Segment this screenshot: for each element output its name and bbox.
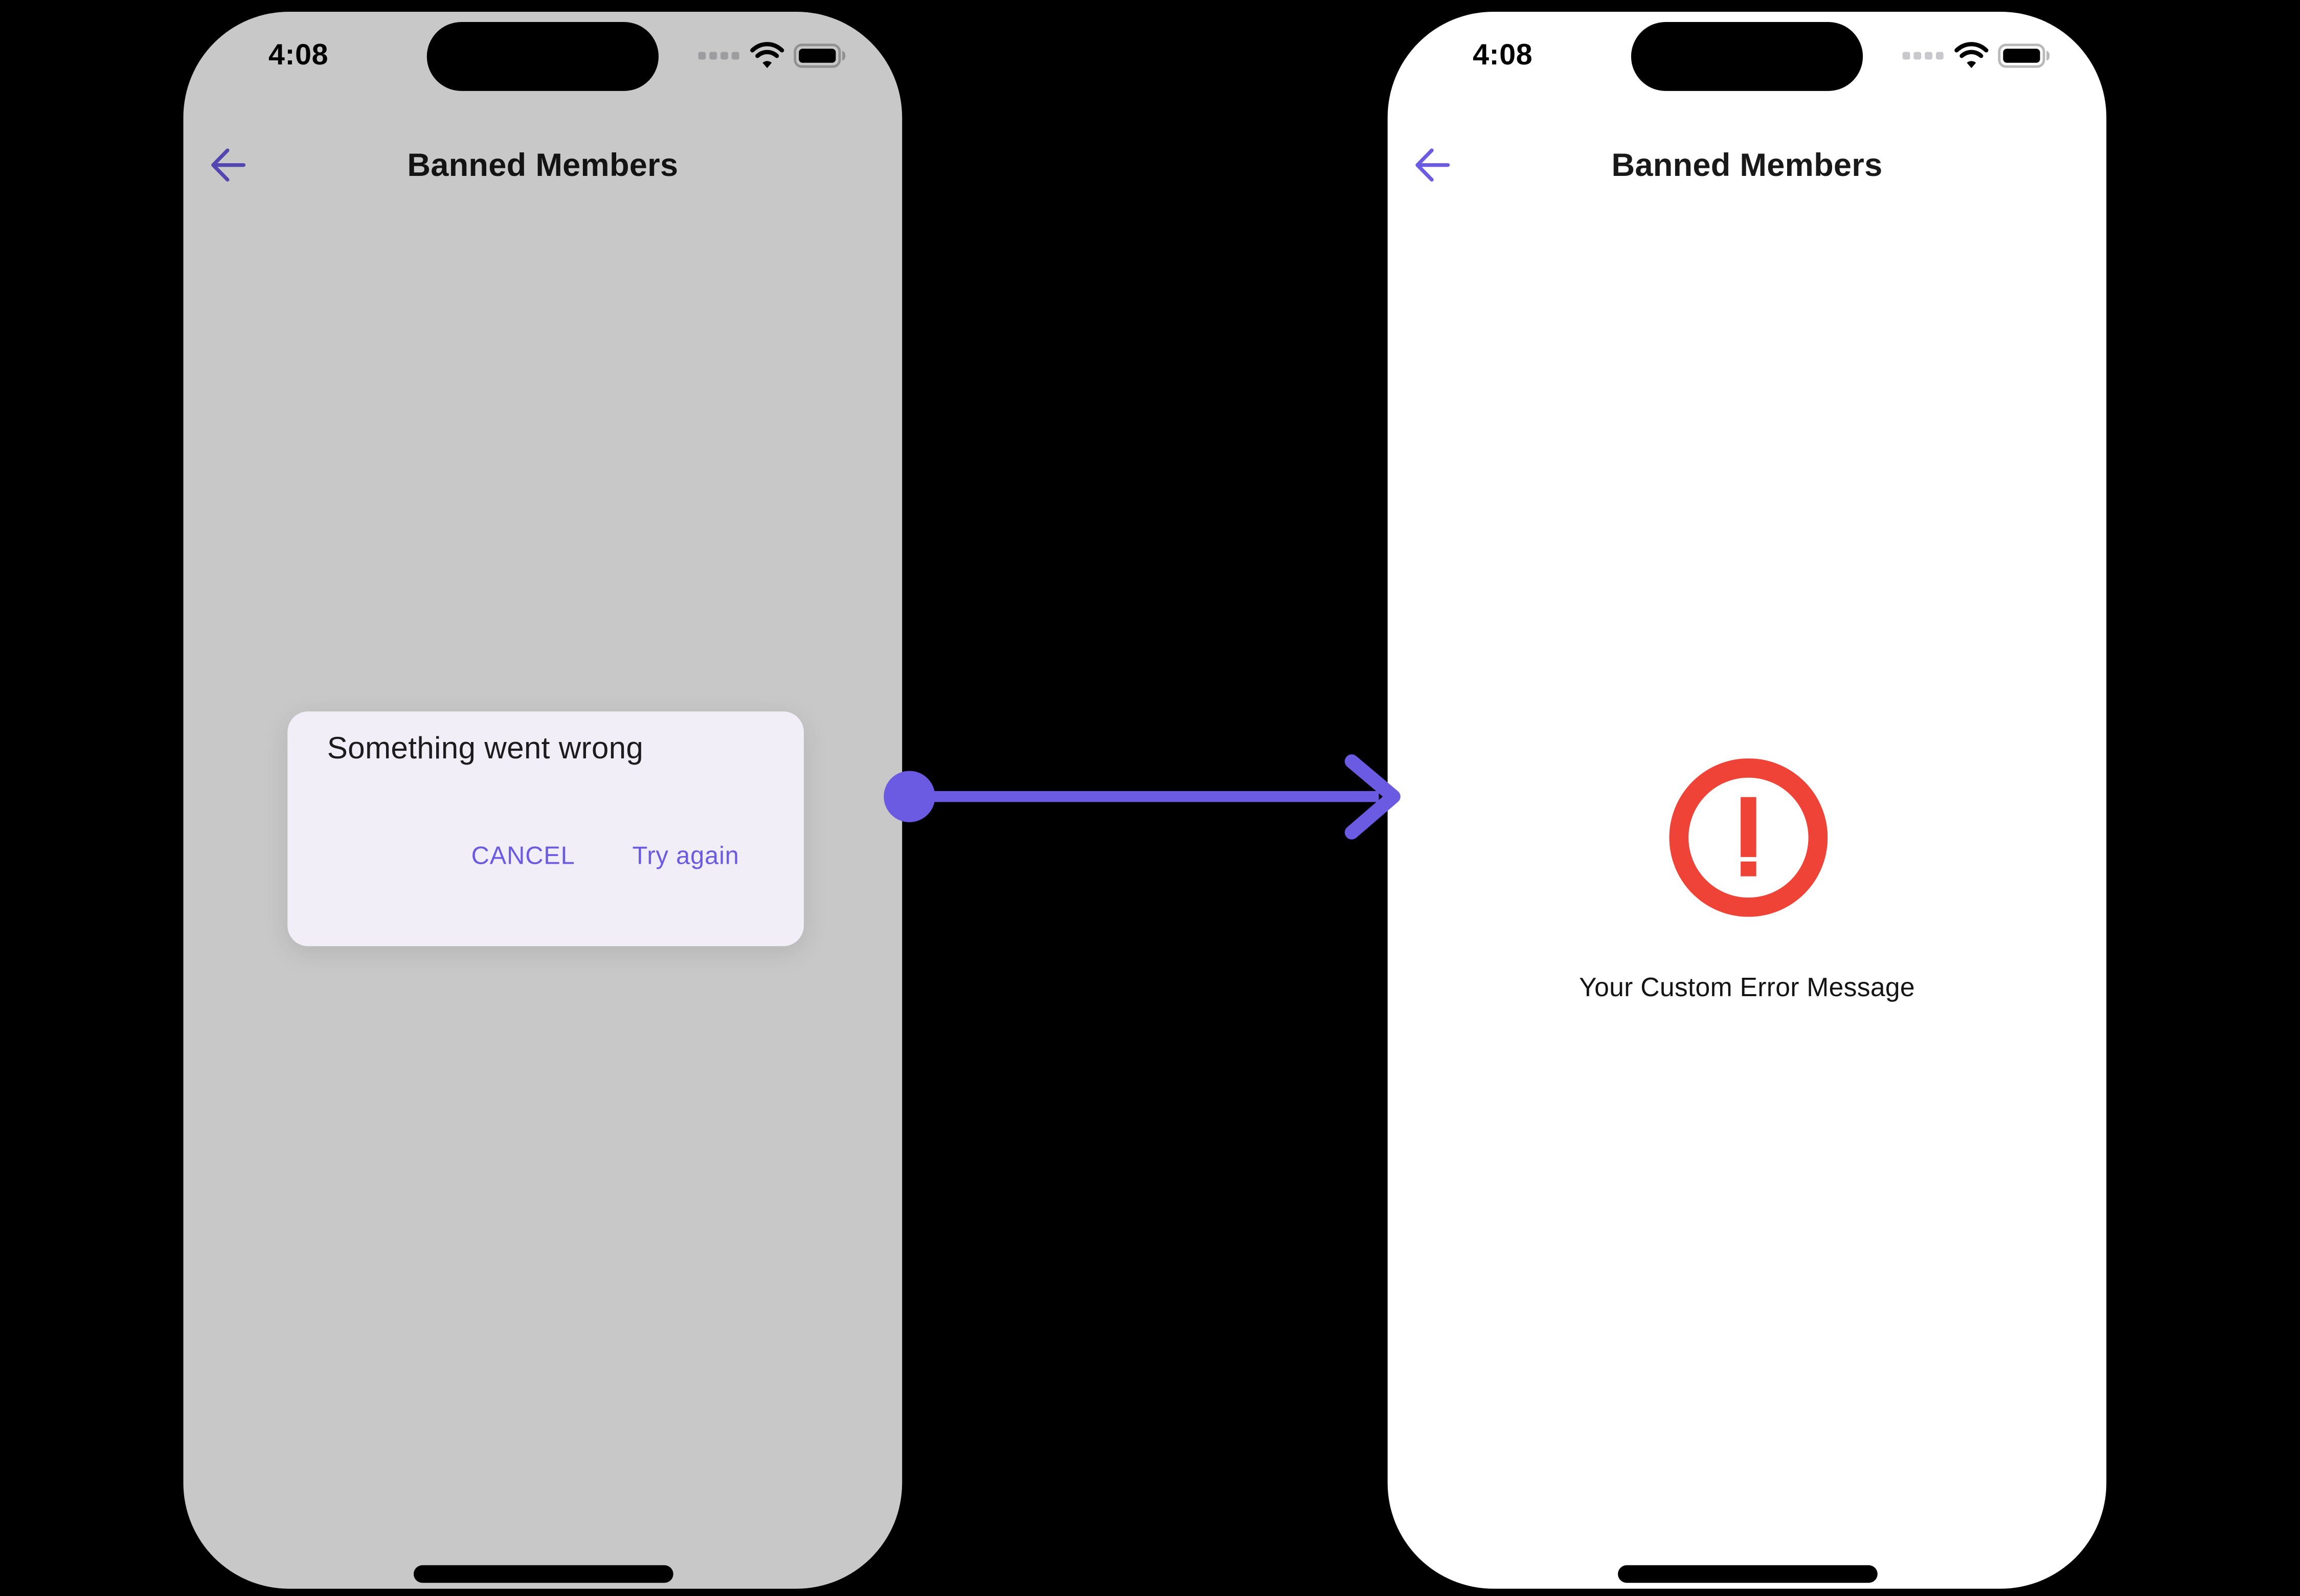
battery-icon	[794, 43, 846, 68]
status-time: 4:08	[268, 39, 329, 72]
back-arrow-icon	[210, 147, 245, 181]
dialog-actions: CANCEL Try again	[471, 835, 739, 879]
error-dialog: Something went wrong CANCEL Try again	[287, 711, 804, 947]
phone-screen-error-state: 4:08	[1387, 11, 2107, 1589]
battery-icon	[1998, 43, 2050, 68]
dynamic-island	[426, 22, 659, 91]
back-arrow-icon	[1414, 147, 1449, 181]
dialog-title: Something went wrong	[327, 732, 644, 766]
wifi-icon	[750, 42, 784, 69]
page-title: Banned Members	[1611, 146, 1883, 184]
home-indicator[interactable]	[1618, 1565, 1878, 1583]
cellular-dots-icon	[698, 52, 739, 60]
page-title: Banned Members	[407, 146, 679, 184]
back-button[interactable]	[204, 141, 251, 188]
dynamic-island	[1631, 22, 1863, 91]
cellular-dots-icon	[1902, 52, 1944, 60]
error-message: Your Custom Error Message	[1579, 972, 1915, 1002]
phone-screen-dialog-state: 4:08	[183, 11, 903, 1589]
wifi-icon	[1954, 42, 1989, 69]
cancel-button[interactable]: CANCEL	[471, 835, 575, 879]
home-indicator[interactable]	[413, 1565, 673, 1583]
back-button[interactable]	[1408, 141, 1455, 188]
status-time: 4:08	[1473, 39, 1533, 72]
error-exclamation-circle-icon	[1669, 758, 1828, 917]
try-again-button[interactable]: Try again	[633, 835, 739, 879]
